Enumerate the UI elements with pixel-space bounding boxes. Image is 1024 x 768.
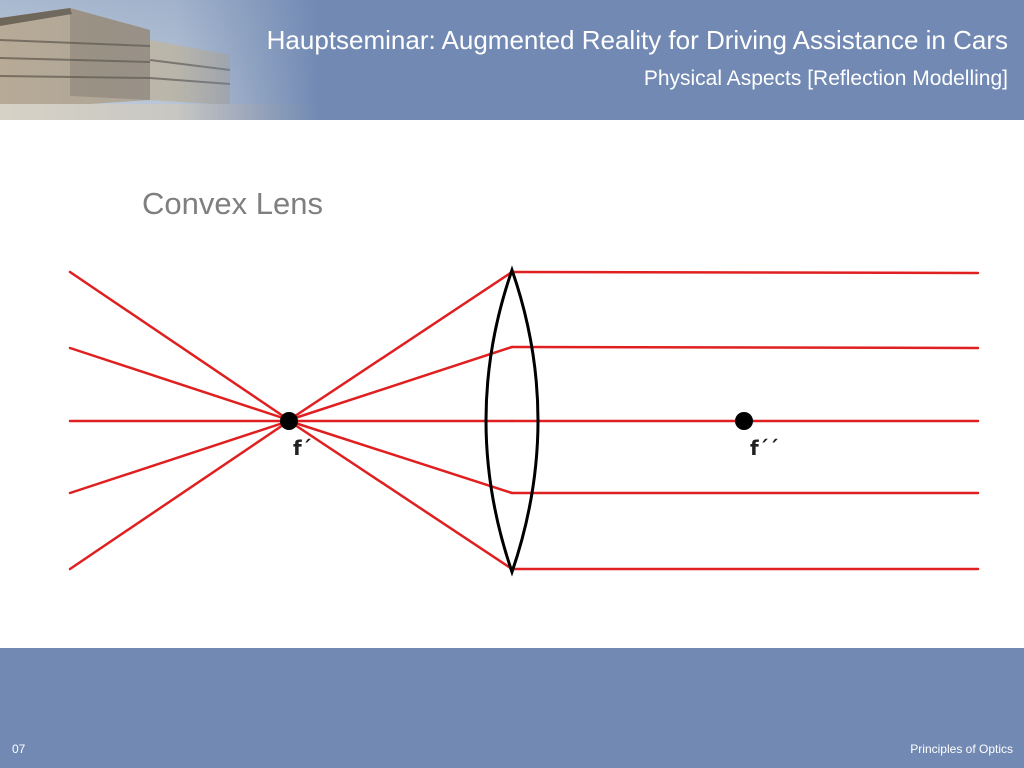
- ray-out-1: [510, 270, 980, 275]
- focal-point-back: [735, 412, 753, 430]
- presentation-title: Hauptseminar: Augmented Reality for Driv…: [266, 25, 1008, 55]
- ray-mid-1: [287, 270, 514, 422]
- ray-mid-5: [287, 419, 514, 571]
- focal-point-back-label: f´´: [750, 436, 779, 460]
- ray-mid-2: [287, 345, 514, 422]
- ray-out-2: [510, 345, 980, 350]
- ray-in-4: [68, 419, 291, 495]
- slide-heading: Convex Lens: [142, 186, 323, 221]
- ray-in-2: [68, 346, 291, 422]
- ray-in-5: [68, 419, 291, 571]
- convex-lens: [484, 265, 540, 577]
- page-number: 07: [12, 742, 26, 756]
- ray-mid-4: [287, 419, 514, 495]
- building-photo: [0, 0, 320, 120]
- footer-section-label: Principles of Optics: [910, 742, 1013, 756]
- footer-bar: 07 Principles of Optics: [0, 648, 1024, 768]
- focal-point-front: [280, 412, 298, 430]
- focal-point-front-label: f´: [293, 436, 312, 460]
- section-subtitle: Physical Aspects [Reflection Modelling]: [643, 67, 1008, 90]
- ray-in-1: [68, 270, 291, 422]
- header-bar: Hauptseminar: Augmented Reality for Driv…: [0, 0, 1024, 120]
